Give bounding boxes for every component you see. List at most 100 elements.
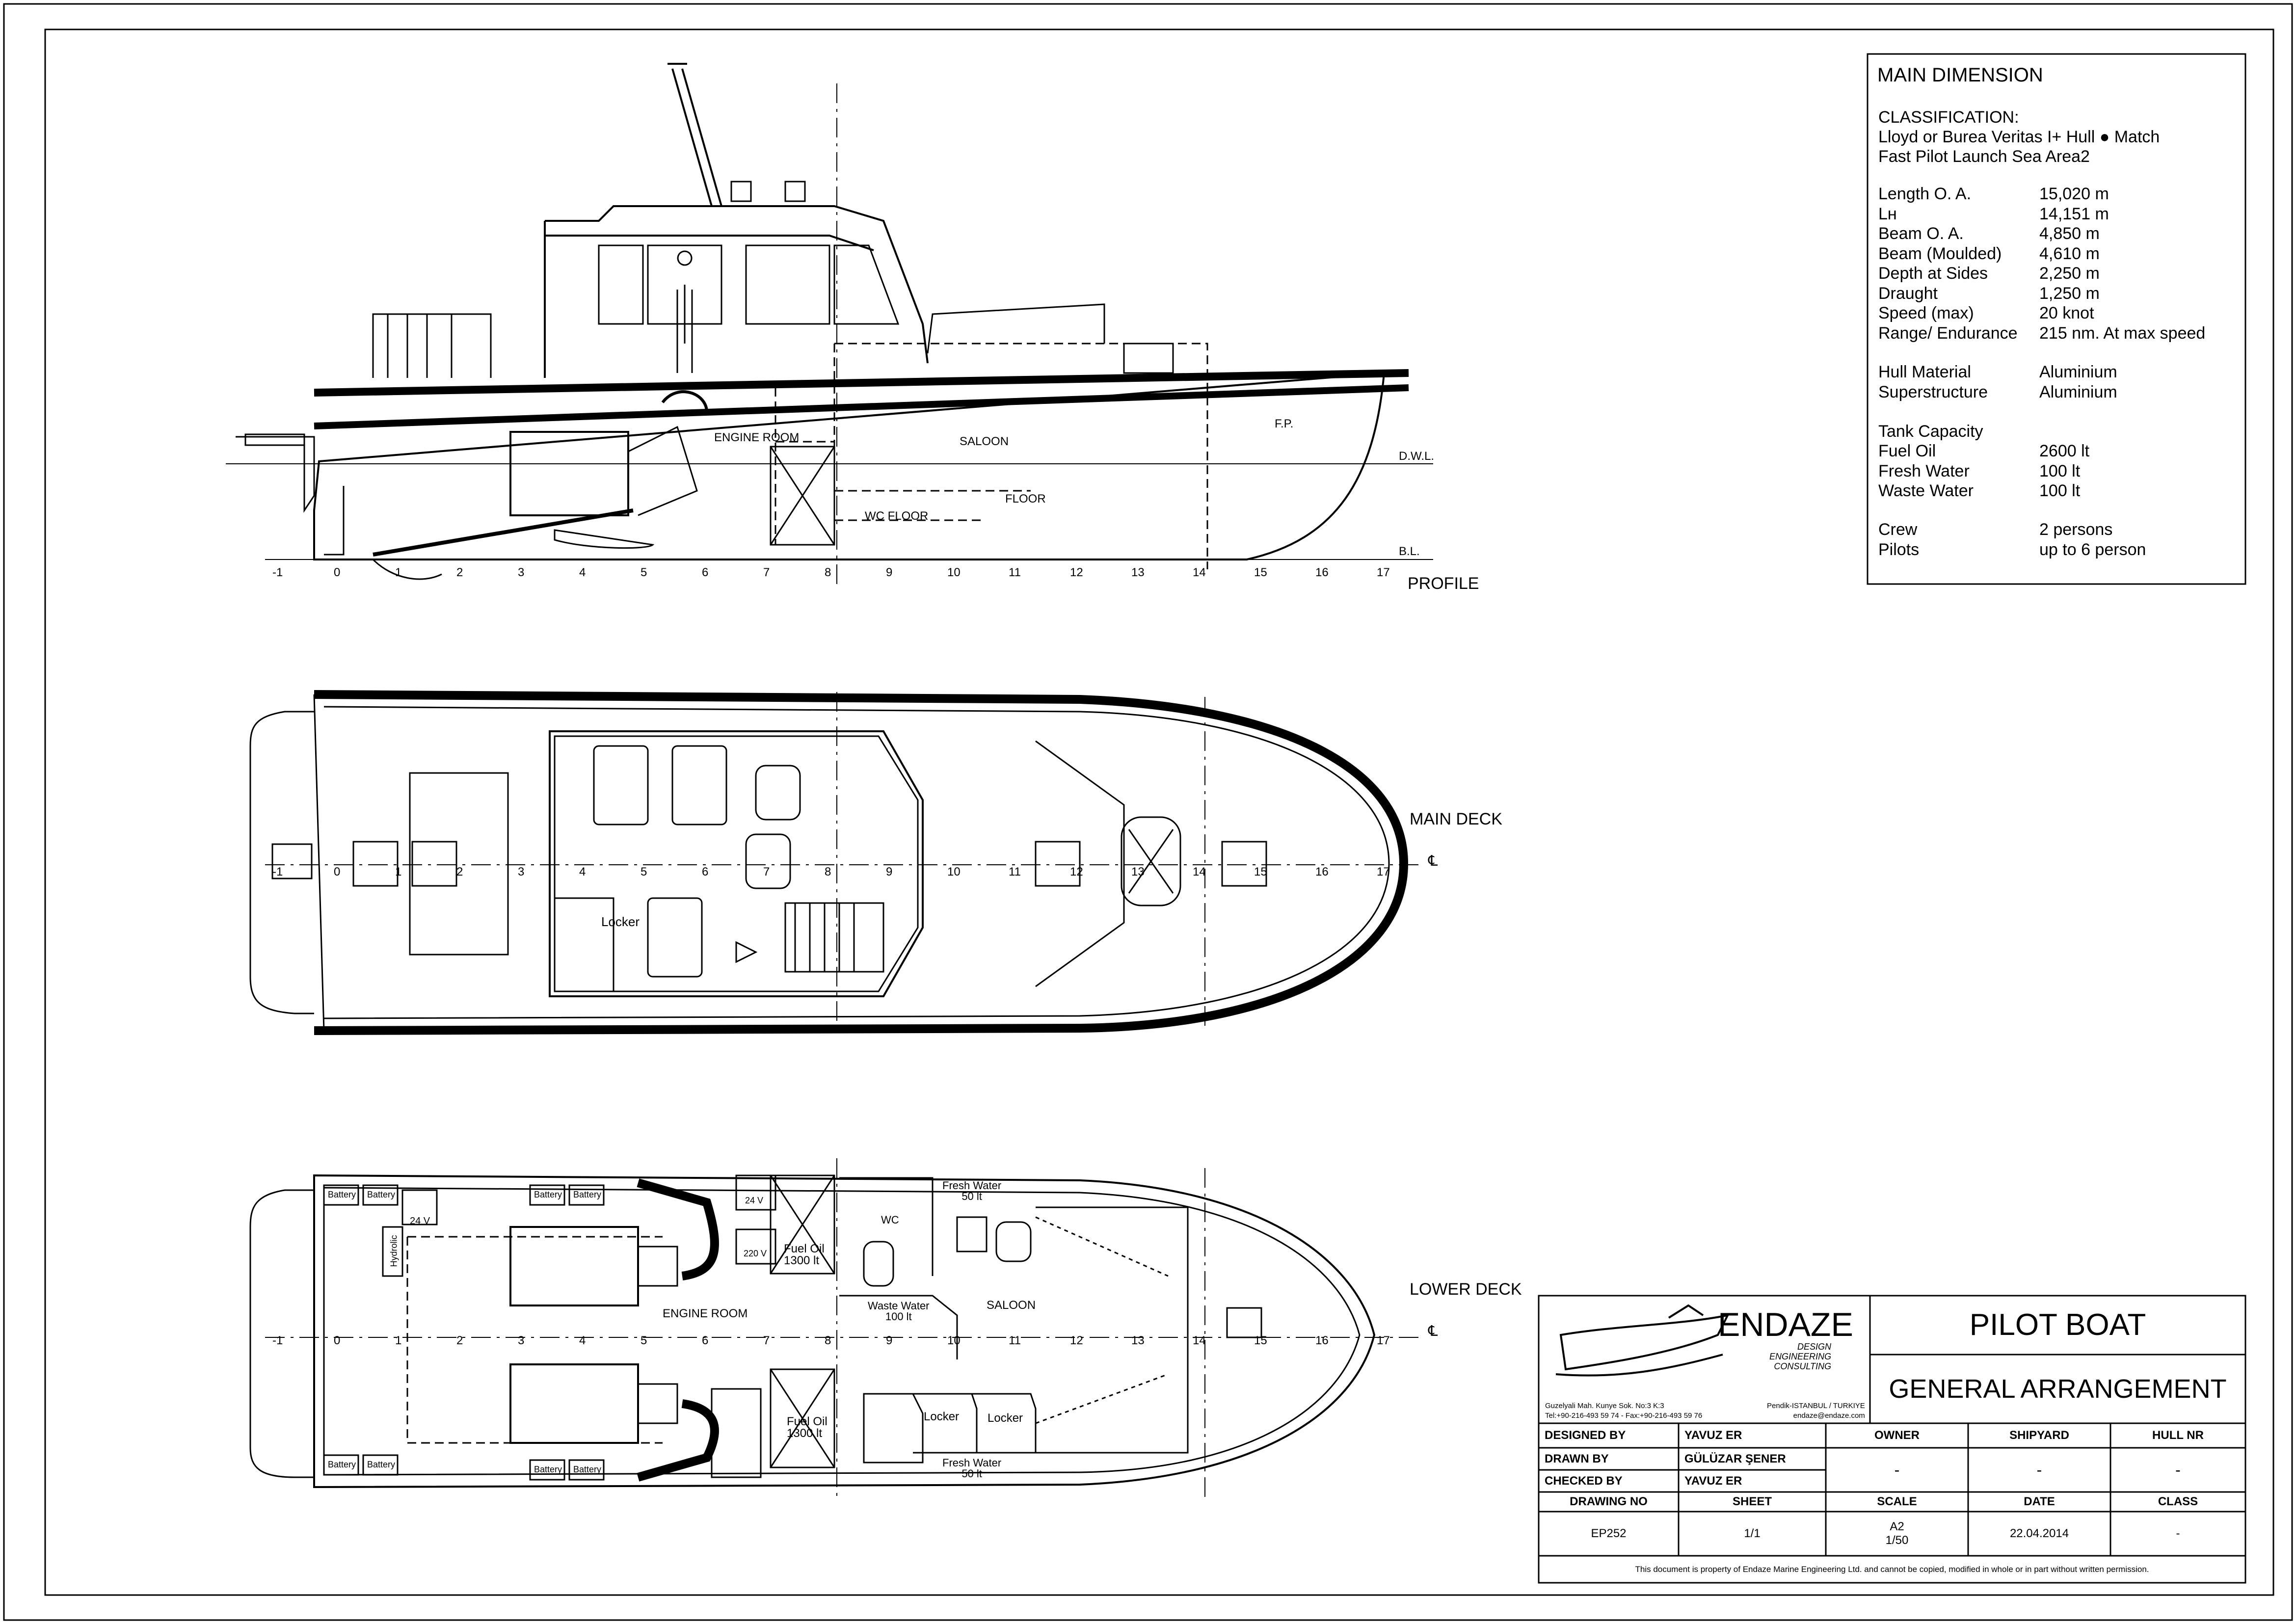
spec-label-1: Lʜ [1878,204,1897,223]
spec-value-3: 4,610 m [2039,244,2100,263]
tank-label-1: Fresh Water [1878,461,1970,480]
classification-line2: Fast Pilot Launch Sea Area2 [1878,147,2090,166]
material-label-1: Superstructure [1878,382,1988,401]
material-value-1: Aluminium [2039,382,2117,401]
project-name: PILOT BOAT [1969,1308,2146,1342]
main-deck-frame-7: 6 [702,865,709,879]
main-deck-frame-12: 11 [1009,865,1021,879]
lower-deck-frame-9: 8 [825,1334,831,1347]
spec-value-6: 20 knot [2039,304,2094,322]
shipyard-label: SHIPYARD [2009,1429,2069,1442]
profile-floor-label: FLOOR [1005,492,1046,506]
profile-frame-9: 8 [825,566,831,579]
battery-label-6: Battery [367,1460,396,1469]
profile-dwl-label: D.W.L. [1399,450,1435,463]
hydrolic-label: Hydrolic [389,1235,399,1267]
profile-saloon-label: SALOON [960,435,1009,448]
lower-deck-frame-13: 12 [1070,1334,1083,1347]
profile-frame-8: 7 [763,566,770,579]
profile-frame-4: 3 [518,566,525,579]
main-deck-frame-10: 9 [886,865,893,879]
lower-deck-hull [313,1174,1376,1489]
company-name: ENDAZE [1718,1306,1853,1343]
lower-deck-frame-6: 5 [641,1334,647,1347]
sheet-value: 1/1 [1744,1527,1761,1541]
lower-deck-frame-4: 3 [518,1334,525,1347]
lower-deck-engine-lower [509,1363,639,1444]
company-address-right: Pendik-ISTANBUL / TURKIYE endaze@endaze.… [1767,1402,1865,1420]
spec-label-5: Draught [1878,284,1938,303]
lower-deck-saloon-label: SALOON [987,1299,1036,1312]
classification-line1: Lloyd or Burea Veritas I+ Hull ● Match [1878,128,2160,146]
scale-value: A2 1/50 [1885,1520,1909,1547]
lower-deck-frame-12: 11 [1009,1334,1021,1347]
date-value: 22.04.2014 [2009,1527,2069,1541]
crew-value-0: 2 persons [2039,520,2113,539]
drawn-by-value: GÜLÜZAR ŞENER [1684,1452,1786,1465]
spec-label-3: Beam (Moulded) [1878,244,2002,263]
profile-bl-label: B.L. [1399,545,1420,558]
main-deck-view-title: MAIN DECK [1410,810,1502,828]
profile-person [676,250,693,373]
profile-fp-label: F.P. [1275,417,1294,430]
main-deck-frame-16: 15 [1254,865,1267,879]
main-deck-hull [314,690,1409,1035]
company-tagline: DESIGN ENGINEERING CONSULTING [1769,1342,1832,1371]
main-deck-view [249,690,1423,1036]
copyright-notice: This document is property of Endaze Mari… [1635,1564,2149,1574]
hull-nr-value: - [2175,1461,2181,1479]
profile-shaft [373,508,634,557]
main-deck-frame-5: 4 [579,865,586,879]
profile-wheelhouse [544,205,929,378]
lower-deck-frame-17: 16 [1315,1334,1329,1347]
owner-label: OWNER [1874,1429,1920,1442]
main-deck-frame-4: 3 [518,865,525,879]
battery-label-3: Battery [534,1190,562,1199]
profile-engine-room-label: ENGINE ROOM [714,431,800,444]
lower-deck-exhaust-upper [637,1178,719,1280]
company-address-left: Guzelyali Mah. Kunye Sok. No:3 K:3 Tel:+… [1545,1402,1703,1420]
lower-deck-frame-16: 15 [1254,1334,1267,1347]
wc-label: WC [881,1214,899,1226]
designed-by-value: YAVUZ ER [1684,1429,1742,1442]
outer-border [3,3,2293,1621]
main-deck-frame-15: 14 [1193,865,1206,879]
profile-fender-upper [314,369,1409,397]
drawing-no-label: DRAWING NO [1570,1495,1648,1509]
tank-value-2: 100 lt [2039,481,2081,500]
profile-wc-floor-label: WC FLOOR [865,509,929,523]
main-deck-frame-14: 13 [1131,865,1145,879]
spec-value-4: 2,250 m [2039,264,2100,283]
profile-hull [313,372,1386,560]
lower-deck-frame-18: 17 [1377,1334,1390,1347]
profile-view-title: PROFILE [1408,574,1479,593]
profile-frame-15: 14 [1193,566,1206,579]
lower-deck-centerline-symbol: ℄ [1428,1323,1438,1339]
lower-deck-view-title: LOWER DECK [1410,1280,1522,1299]
lower-deck-frame-10: 9 [886,1334,893,1347]
owner-value: - [1894,1461,1900,1479]
profile-frame-13: 12 [1070,566,1083,579]
date-label: DATE [2024,1495,2055,1509]
drawing-title: GENERAL ARRANGEMENT [1889,1374,2227,1404]
voltage-24v-label-2: 24 V [745,1196,764,1205]
designed-by-label: DESIGNED BY [1545,1429,1626,1442]
profile-view [226,63,1433,589]
profile-mast [667,63,722,207]
spec-label-4: Depth at Sides [1878,264,1988,283]
spec-label-0: Length O. A. [1878,185,1972,203]
voltage-24v-label-1: 24 V [410,1216,430,1226]
profile-frame-3: 2 [456,566,463,579]
class-value: - [2176,1527,2180,1541]
profile-frame-6: 5 [641,566,647,579]
battery-label-7: Battery [534,1464,562,1474]
profile-frame-10: 9 [886,566,893,579]
endaze-logo [1555,1304,1730,1377]
main-deck-frame-3: 2 [456,865,463,879]
profile-frame-0: -1 [272,566,283,579]
main-deck-frame-2: 1 [395,865,402,879]
spec-label-7: Range/ Endurance [1878,323,2018,343]
crew-label-1: Pilots [1878,540,1920,559]
main-deck-frame-8: 7 [763,865,770,879]
